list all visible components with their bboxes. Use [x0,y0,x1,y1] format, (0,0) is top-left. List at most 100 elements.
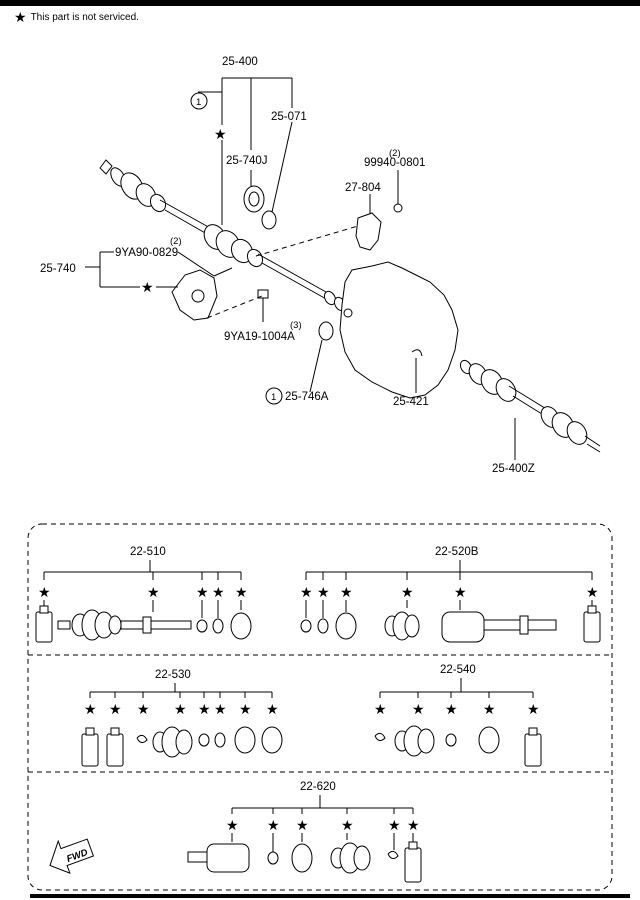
callout-25-071: 25-071 [271,111,307,123]
bearing-bore [248,191,260,207]
star-icon: ★ [174,701,187,717]
circle-ref-1-label: 1 [271,392,276,403]
callout-25-746a: 25-746A [285,391,329,403]
boot-band [291,843,313,873]
shaft-stub [57,620,71,630]
star-icon: ★ [84,701,97,717]
kit-label-22-510: 22-510 [130,546,166,558]
star-icon: ★ [141,279,154,295]
star-icon: ★ [340,584,353,600]
callout-27-804: 27-804 [345,182,381,194]
star-icon: ★ [266,701,279,717]
kit-label-22-540: 22-540 [440,664,476,676]
tripod-housing [441,611,485,643]
circle-ref-1 [265,387,283,405]
star-icon: ★ [109,701,122,717]
oil-seal-25-746a [318,321,334,341]
bolt-99940-0801 [393,203,403,213]
bottom-border-bar [30,894,630,898]
callout-25-740j: 25-740J [226,155,268,167]
grease-tube-cap [39,605,49,614]
clip-25-421 [411,349,423,357]
snap-ring [300,619,312,633]
kit-22-540: 22-540 ★ ★ ★ ★ ★ [374,664,542,767]
star-icon: ★ [401,584,414,600]
star-icon: ★ [454,584,467,600]
boot-band [478,726,500,754]
grease-tube [106,733,124,767]
guide-line [255,225,359,257]
kit-panel-border [27,523,613,891]
callout-9ya90-0829: 9YA90-0829 [115,247,178,259]
snap-ring [445,733,457,747]
star-icon: ★ [235,584,248,600]
top-border-bar [0,0,640,6]
star-icon: ★ [586,584,599,600]
kit-22-620: 22-620 ★ ★ ★ ★ ★ ★ [187,781,422,883]
kit-label-22-520b: 22-520B [435,546,479,558]
star-icon: ★ [374,701,387,717]
callout-9ya90-qty: (2) [170,236,182,247]
star-icon: ★ [445,701,458,717]
grease-tube [81,733,99,767]
star-icon: ★ [483,701,496,717]
star-icon: ★ [300,584,313,600]
callout-25-400: 25-400 [222,56,258,68]
star-icon: ★ [317,584,330,600]
callout-25-400z: 25-400Z [492,463,535,475]
shaft-stub [187,851,209,863]
boot-clamp [387,850,399,860]
grease-tube-cap [408,841,418,850]
star-icon: ★ [388,817,401,833]
boot-clamp [136,734,148,744]
star-icon: ★ [14,9,27,25]
joint-boot [404,614,420,638]
guide-line [206,295,263,319]
callout-99940-qty: (2) [389,148,401,159]
grease-tube-cap [85,727,95,736]
kit-22-510: 22-510 ★ ★ ★ ★ ★ [35,546,252,643]
joint-boot [417,728,435,754]
star-icon: ★ [38,584,51,600]
callout-25-740: 25-740 [40,263,76,275]
joint-boot [353,845,371,871]
star-icon: ★ [214,701,227,717]
star-icon: ★ [137,701,150,717]
joint-boot [175,729,193,755]
support-hole [191,289,205,303]
grease-tube [35,611,53,643]
grease-tube [524,733,542,767]
snap-ring [198,733,210,747]
kit-label-22-620: 22-620 [300,781,336,793]
boot-band [335,612,357,640]
star-icon: ★ [147,584,160,600]
boot-band [261,726,283,754]
not-serviced-note: ★ This part is not serviced. [14,10,139,24]
clip-ring [214,732,226,748]
snap-ring-25-071 [261,210,277,230]
snap-ring [267,851,279,865]
boot-clamp [374,732,386,742]
kit-22-520b: 22-520B ★ ★ ★ ★ ★ ★ [300,546,601,643]
callout-25-421: 25-421 [393,396,429,408]
star-icon: ★ [198,701,211,717]
left-drive-shaft [99,159,347,312]
grease-tube-cap [587,605,597,614]
kit-22-530: 22-530 ★ ★ ★ ★ ★ ★ ★ ★ [81,669,283,767]
transaxle-housing [339,261,459,399]
boot-band [234,726,256,754]
callout-99940-0801: 99940-0801 [364,157,425,169]
star-icon: ★ [196,584,209,600]
kit-label-22-530: 22-530 [155,669,191,681]
joint-housing [206,843,250,873]
grease-tube [583,611,601,643]
callout-9ya19-1004a: 9YA19-1004A [224,331,295,343]
star-icon: ★ [226,817,239,833]
joint-boot [108,615,122,635]
shaft-break [142,616,152,634]
star-icon: ★ [267,817,280,833]
star-icon: ★ [212,584,225,600]
housing-seal-port [343,308,353,318]
star-icon: ★ [341,817,354,833]
